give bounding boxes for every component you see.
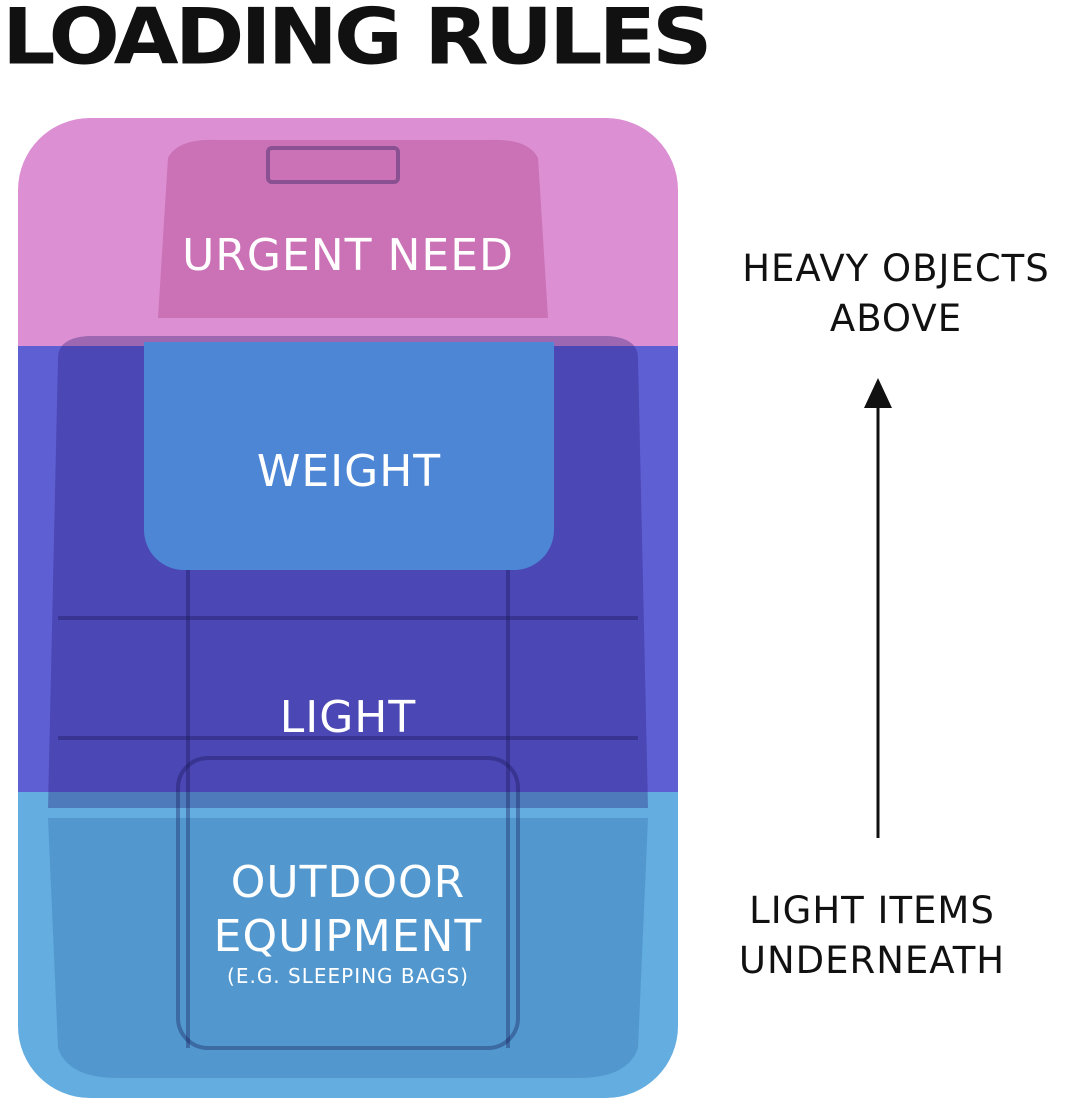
heavy-objects-above-text: HEAVY OBJECTS ABOVE — [742, 247, 1050, 340]
outdoor-equipment-zone — [18, 792, 678, 1098]
backpack-zones-panel: URGENT NEED WEIGHT LIGHT OUTDOOR EQUIPME… — [18, 118, 678, 1098]
urgent-need-label: URGENT NEED — [182, 230, 514, 281]
up-arrow-icon — [864, 378, 892, 838]
weight-zone — [144, 342, 554, 570]
weight-label: WEIGHT — [256, 446, 442, 497]
light-items-underneath-text: LIGHT ITEMS UNDERNEATH — [738, 889, 1006, 982]
light-label: LIGHT — [279, 692, 417, 743]
urgent-need-zone — [18, 118, 678, 346]
outdoor-equipment-label: OUTDOOR EQUIPMENT — [213, 857, 483, 962]
outdoor-equipment-example: (E.G. SLEEPING BAGS) — [227, 964, 469, 988]
page-title: LOADING RULES — [2, 0, 712, 82]
